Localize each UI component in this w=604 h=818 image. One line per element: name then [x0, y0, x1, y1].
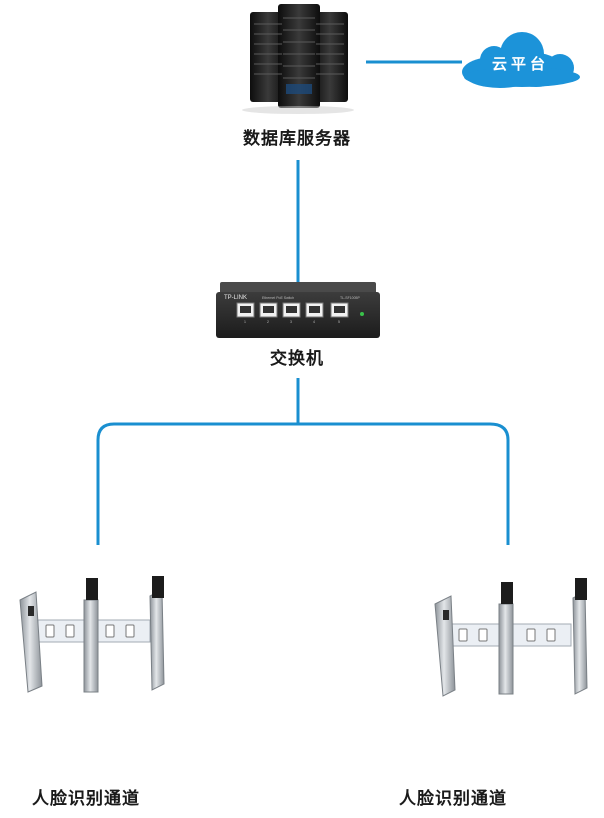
- turnstile-gate-icon: [434, 578, 588, 697]
- connection-lines: [96, 60, 510, 545]
- switch-label: 交换机: [270, 349, 324, 369]
- server-icon: [250, 4, 348, 108]
- switch-port-mark: 2: [267, 320, 269, 324]
- gate-label-left: 人脸识别通道: [32, 789, 140, 809]
- switch-subtitle: Ethernet PoE Switch: [262, 296, 294, 300]
- server-label: 数据库服务器: [243, 129, 351, 149]
- switch-port-mark: 1: [244, 320, 246, 324]
- turnstile-gate-icon: [19, 576, 165, 693]
- cloud-icon: [462, 32, 580, 88]
- switch-icon: TP-LINK Ethernet PoE Switch TL-SF1005P 1…: [216, 282, 380, 338]
- switch-port-mark: 5: [338, 320, 340, 324]
- gate-label-right: 人脸识别通道: [399, 789, 507, 809]
- cloud-label: 云平台: [492, 55, 550, 73]
- switch-port-mark: 4: [313, 320, 315, 324]
- switch-model: TL-SF1005P: [340, 296, 361, 300]
- switch-brand: TP-LINK: [224, 295, 247, 301]
- gate-branch-link: [96, 422, 510, 545]
- switch-port-mark: 3: [290, 320, 292, 324]
